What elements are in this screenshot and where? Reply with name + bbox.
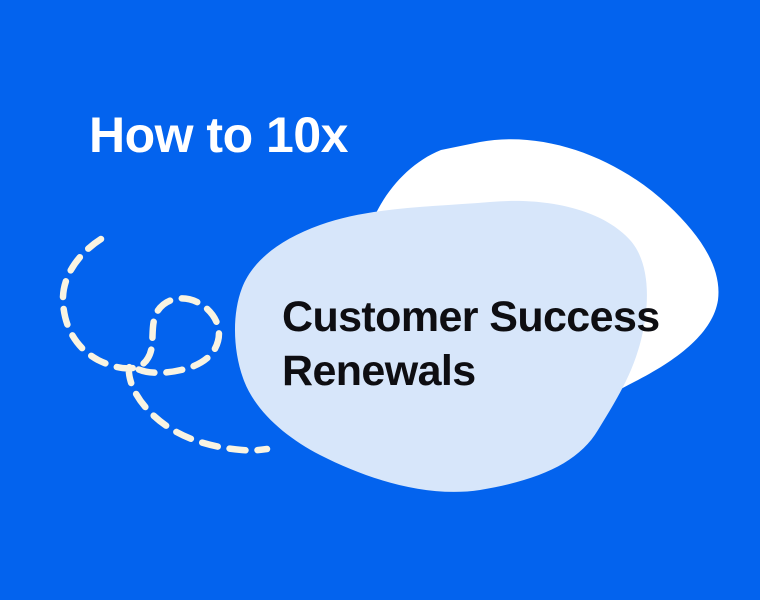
headline-line-1: Customer Success — [282, 293, 660, 341]
kicker-heading: How to 10x — [89, 107, 348, 163]
dashed-loop-doodle — [59, 235, 271, 454]
light-blue-organic-blob-shape — [234, 200, 647, 492]
headline: Customer Success Renewals — [282, 290, 660, 398]
headline-line-2: Renewals — [282, 347, 476, 395]
